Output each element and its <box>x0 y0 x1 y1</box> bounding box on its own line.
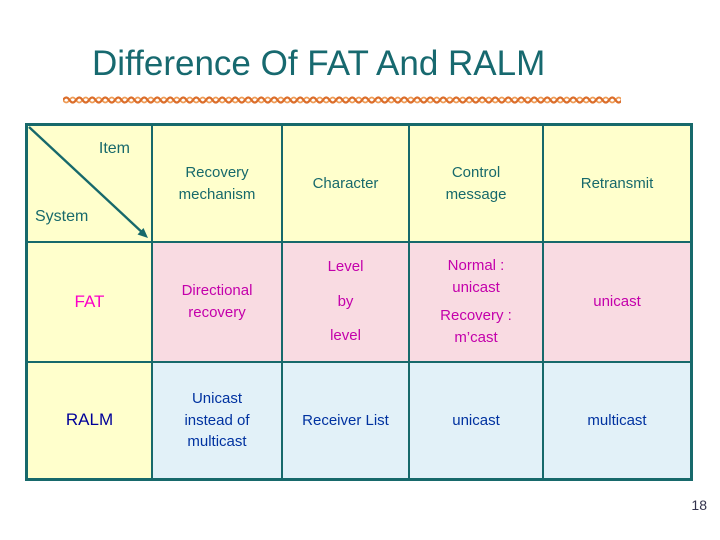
header-retransmit: Retransmit <box>544 126 690 243</box>
fat-control-recovery: Recovery : m’cast <box>440 306 512 347</box>
comparison-table: Item System Recovery mechanism Character… <box>25 123 693 481</box>
header-recovery-mechanism: Recovery mechanism <box>153 126 283 243</box>
ralm-character-cell: Receiver List <box>283 363 410 478</box>
fat-control-normal: Normal : unicast <box>447 256 505 297</box>
page-number: 18 <box>691 497 707 513</box>
fat-recovery-cell: Directional recovery <box>153 243 283 363</box>
fat-retransmit-cell: unicast <box>544 243 690 363</box>
wavy-underline <box>63 96 621 104</box>
fat-control-cell: Normal : unicast Recovery : m’cast <box>410 243 544 363</box>
slide-title: Difference Of FAT And RALM <box>92 44 546 83</box>
corner-cell: Item System <box>28 126 153 243</box>
row-label-fat: FAT <box>28 243 153 363</box>
row-label-ralm: RALM <box>28 363 153 478</box>
corner-system-label: System <box>35 207 89 225</box>
ralm-control-cell: unicast <box>410 363 544 478</box>
header-character: Character <box>283 126 410 243</box>
fat-character-cell: Level by level <box>283 243 410 363</box>
corner-item-label: Item <box>98 140 130 157</box>
ralm-retransmit-cell: multicast <box>544 363 690 478</box>
ralm-recovery-cell: Unicast instead of multicast <box>153 363 283 478</box>
header-control-message: Control message <box>410 126 544 243</box>
diagonal-arrow-icon <box>28 126 148 238</box>
